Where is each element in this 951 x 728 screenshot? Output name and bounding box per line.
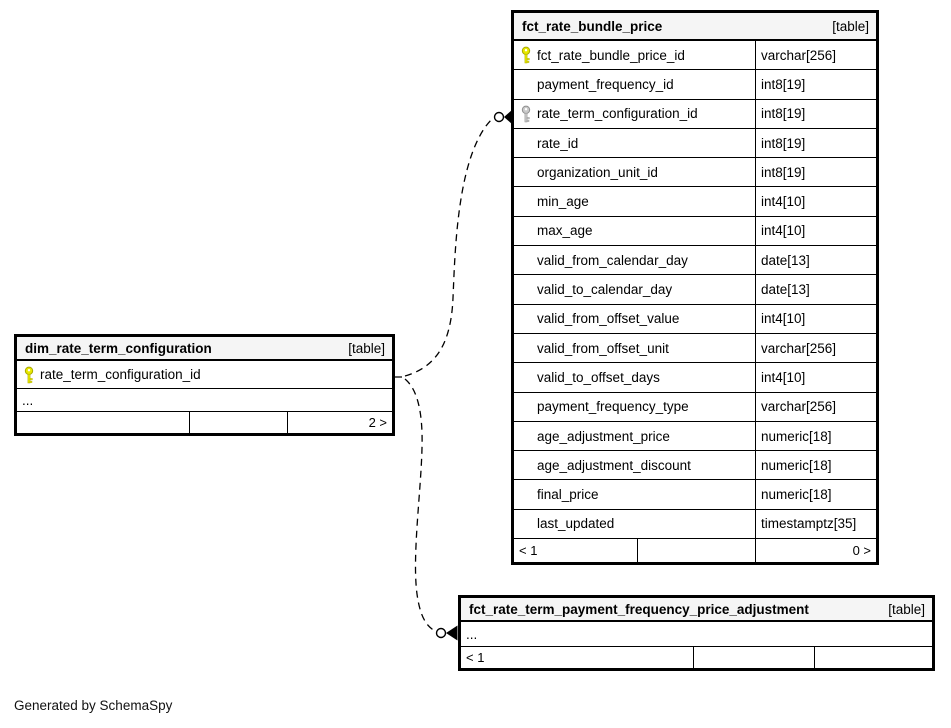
table-footer: < 1 [461, 647, 932, 668]
column-type: varchar[256] [755, 41, 876, 70]
column-type: numeric[18] [755, 451, 876, 480]
footer-spacer-cell [694, 647, 815, 668]
column-row[interactable]: rate_term_configuration_id [17, 361, 392, 389]
table-header[interactable]: fct_rate_bundle_price [table] [514, 13, 876, 41]
column-name: fct_rate_bundle_price_id [537, 47, 685, 63]
column-type: numeric[18] [755, 480, 876, 509]
table-type-badge: [table] [832, 18, 869, 34]
table-title: dim_rate_term_configuration [25, 340, 212, 356]
column-row[interactable]: valid_from_offset_value int4[10] [514, 304, 876, 334]
column-row[interactable]: final_price numeric[18] [514, 480, 876, 510]
column-name: payment_frequency_type [537, 399, 689, 415]
column-name: last_updated [537, 516, 615, 532]
column-type: timestamptz[35] [755, 509, 876, 539]
table-type-badge: [table] [888, 601, 925, 617]
relationship-dim-to-price-adjustment [404, 378, 458, 641]
relationship-curve [395, 119, 492, 378]
column-type: int4[10] [755, 187, 876, 216]
column-rows: rate_term_configuration_id... [17, 361, 392, 412]
column-type: int8[19] [755, 99, 876, 128]
table-dim_rate_term_configuration: dim_rate_term_configuration [table] rate… [14, 334, 395, 436]
column-type: date[13] [755, 246, 876, 275]
table-footer: < 1 0 > [514, 539, 876, 563]
footer-children-count: < 1 [514, 539, 638, 563]
column-name: valid_from_offset_unit [537, 340, 669, 356]
footer-children-count [17, 412, 190, 433]
column-type: varchar[256] [755, 392, 876, 421]
column-row[interactable]: payment_frequency_type varchar[256] [514, 392, 876, 422]
column-name: rate_id [537, 135, 579, 151]
column-rows: ... [461, 622, 932, 647]
zero-cardinality-circle-icon [435, 627, 447, 639]
footer-parents-count [815, 647, 932, 668]
column-name: age_adjustment_discount [537, 457, 691, 473]
ellipsis-label: ... [22, 392, 34, 408]
column-row[interactable]: organization_unit_id int8[19] [514, 158, 876, 188]
relationship-curve [404, 378, 436, 632]
primary-key-icon [514, 46, 537, 64]
footer-parents-count: 2 > [368, 415, 387, 430]
column-row[interactable]: valid_to_calendar_day date[13] [514, 275, 876, 305]
column-row[interactable]: fct_rate_bundle_price_id varchar[256] [514, 41, 876, 71]
footer-parents-count: 0 > [852, 543, 871, 559]
table-type-badge: [table] [348, 340, 385, 356]
column-name: valid_from_calendar_day [537, 252, 688, 268]
table-fct_rate_bundle_price: fct_rate_bundle_price [table] fct_rate_b… [511, 10, 879, 566]
column-row[interactable]: valid_to_offset_days int4[10] [514, 363, 876, 393]
column-row[interactable]: rate_id int8[19] [514, 128, 876, 159]
column-type: int4[10] [755, 363, 876, 392]
column-name: max_age [537, 223, 593, 239]
zero-cardinality-circle-icon [493, 111, 505, 123]
column-name: organization_unit_id [537, 164, 658, 180]
footer-spacer-cell [190, 412, 288, 433]
column-row[interactable]: age_adjustment_discount numeric[18] [514, 451, 876, 481]
column-name: rate_term_configuration_id [40, 367, 201, 382]
column-row[interactable]: last_updated timestamptz[35] [514, 509, 876, 540]
foreign-key-icon [514, 105, 537, 123]
column-row[interactable]: min_age int4[10] [514, 187, 876, 217]
column-row[interactable]: rate_term_configuration_id int8[19] [514, 99, 876, 129]
table-header[interactable]: dim_rate_term_configuration [table] [17, 337, 392, 361]
column-name: payment_frequency_id [537, 76, 674, 92]
column-type: int8[19] [755, 70, 876, 99]
column-name: age_adjustment_price [537, 428, 670, 444]
column-name: valid_to_calendar_day [537, 282, 673, 298]
primary-key-icon [17, 366, 40, 384]
column-row[interactable]: max_age int4[10] [514, 216, 876, 247]
table-header[interactable]: fct_rate_term_payment_frequency_price_ad… [461, 598, 932, 622]
table-fct_rate_term_payment_frequency_price_adjustment: fct_rate_term_payment_frequency_price_ad… [458, 595, 935, 671]
generated-by-note: Generated by SchemaSpy [14, 698, 173, 713]
footer-children-count: < 1 [461, 647, 694, 668]
column-type: date[13] [755, 275, 876, 304]
ellipsis-label: ... [466, 626, 478, 642]
column-type: int4[10] [755, 304, 876, 333]
column-name: final_price [537, 487, 599, 503]
relationship-dim-to-bundle-price [395, 109, 513, 378]
collapsed-columns-row[interactable]: ... [461, 622, 932, 647]
column-type: int8[19] [755, 128, 876, 158]
collapsed-columns-row[interactable]: ... [17, 389, 392, 412]
column-type: numeric[18] [755, 421, 876, 451]
column-name: min_age [537, 194, 589, 210]
column-row[interactable]: valid_from_offset_unit varchar[256] [514, 333, 876, 364]
column-row[interactable]: payment_frequency_id int8[19] [514, 70, 876, 100]
footer-spacer-cell [638, 539, 756, 563]
column-type: int4[10] [755, 216, 876, 246]
column-name: valid_from_offset_value [537, 311, 680, 327]
column-type: varchar[256] [755, 333, 876, 363]
column-name: rate_term_configuration_id [537, 106, 698, 122]
column-name: valid_to_offset_days [537, 369, 660, 385]
table-footer: 2 > [17, 412, 392, 433]
column-type: int8[19] [755, 158, 876, 187]
column-row[interactable]: age_adjustment_price numeric[18] [514, 421, 876, 452]
table-title: fct_rate_term_payment_frequency_price_ad… [469, 601, 809, 617]
table-title: fct_rate_bundle_price [522, 18, 663, 34]
crow-foot-icon [446, 625, 458, 641]
column-row[interactable]: valid_from_calendar_day date[13] [514, 246, 876, 276]
